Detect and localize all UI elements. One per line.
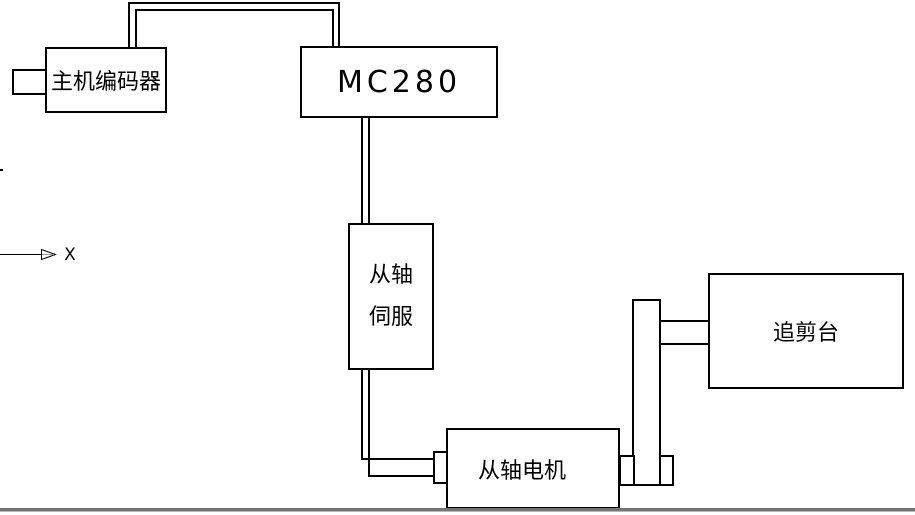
slave-servo-label-line2: 伺服 <box>368 304 413 330</box>
motor-right-coupling-block <box>619 455 635 486</box>
x-axis-line <box>0 254 42 255</box>
shear-table-box <box>708 273 904 389</box>
cable-mc280-servo-left <box>361 116 363 224</box>
cable-servo-motor-inner-vertical <box>368 368 370 477</box>
slave-servo-label-line1: 从轴 <box>368 262 413 288</box>
bottom-divider-bar <box>0 508 915 512</box>
shear-table-label: 追剪台 <box>772 321 839 346</box>
x-axis-label: X <box>64 245 76 265</box>
slave-servo-label: 从轴 伺服 <box>348 223 434 370</box>
cable-encoder-mc280-inner-left <box>135 9 137 47</box>
rail-right-tab-block <box>659 455 674 486</box>
mc280-controller-box <box>300 46 498 118</box>
x-axis-arrowhead-icon <box>41 249 57 260</box>
cable-mc280-servo-right <box>368 116 370 224</box>
slave-motor-label: 从轴电机 <box>477 458 566 484</box>
rail-to-table-shaft-block <box>659 320 710 345</box>
cable-servo-motor-outer-vertical <box>361 368 363 460</box>
cable-encoder-mc280-inner-right <box>332 9 334 46</box>
cable-encoder-mc280-outer-top <box>128 2 340 4</box>
host-encoder-box <box>45 47 167 113</box>
ball-screw-rail-block <box>632 299 661 486</box>
host-encoder-label: 主机编码器 <box>50 70 161 95</box>
cable-encoder-mc280-outer-left <box>128 2 130 47</box>
axis-origin-tick <box>0 169 3 171</box>
mc280-controller-label: MC280 <box>336 64 462 100</box>
cable-servo-motor-outer-horizontal <box>361 458 434 460</box>
slave-motor-box <box>446 428 620 509</box>
cable-servo-motor-inner-horizontal <box>368 475 434 477</box>
encoder-shaft-block <box>12 69 47 95</box>
cable-encoder-mc280-inner-top <box>135 9 334 11</box>
cable-encoder-mc280-outer-right <box>338 2 340 46</box>
slave-servo-box <box>348 223 434 370</box>
